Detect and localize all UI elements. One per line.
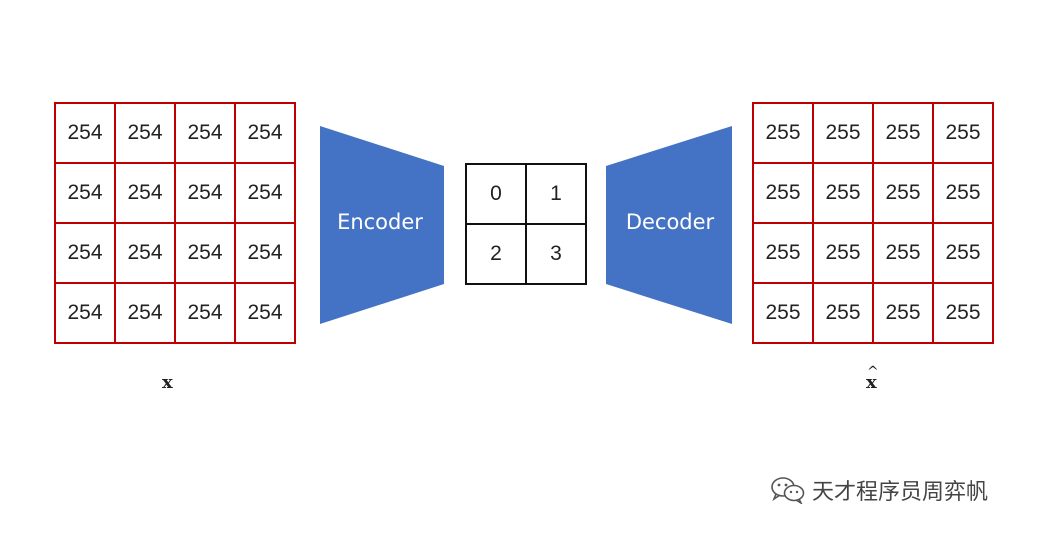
wechat-icon xyxy=(771,477,805,504)
grid-cell: 255 xyxy=(814,224,874,284)
watermark: 天才程序员周弈帆 xyxy=(770,474,988,506)
grid-cell: 255 xyxy=(934,164,994,224)
grid-cell: 254 xyxy=(176,104,236,164)
grid-cell: 3 xyxy=(527,225,587,285)
grid-cell: 254 xyxy=(116,224,176,284)
grid-cell: 1 xyxy=(527,165,587,225)
grid-cell: 254 xyxy=(116,104,176,164)
grid-cell: 254 xyxy=(176,164,236,224)
encoder-label: Encoder xyxy=(337,210,423,234)
grid-cell: 255 xyxy=(874,164,934,224)
grid-cell: 254 xyxy=(176,284,236,344)
watermark-text: 天才程序员周弈帆 xyxy=(812,480,989,505)
output-variable-label: ^ x xyxy=(866,364,879,393)
grid-cell: 0 xyxy=(467,165,527,225)
grid-cell: 254 xyxy=(56,164,116,224)
grid-cell: 254 xyxy=(56,224,116,284)
grid-cell: 255 xyxy=(754,164,814,224)
grid-cell: 254 xyxy=(236,164,296,224)
grid-cell: 255 xyxy=(814,104,874,164)
grid-cell: 254 xyxy=(236,104,296,164)
grid-cell: 254 xyxy=(56,104,116,164)
grid-cell: 254 xyxy=(236,284,296,344)
grid-cell: 254 xyxy=(56,284,116,344)
output-variable-text: x xyxy=(866,372,877,393)
grid-cell: 255 xyxy=(754,224,814,284)
grid-cell: 255 xyxy=(874,224,934,284)
grid-cell: 255 xyxy=(754,104,814,164)
hat-accent: ^ xyxy=(867,364,879,380)
encoder-block: Encoder xyxy=(320,126,444,324)
decoder-block: Decoder xyxy=(606,126,732,324)
grid-cell: 255 xyxy=(814,284,874,344)
grid-cell: 254 xyxy=(236,224,296,284)
grid-cell: 255 xyxy=(934,224,994,284)
input-variable-label: x xyxy=(162,372,173,393)
grid-cell: 254 xyxy=(116,164,176,224)
grid-cell: 255 xyxy=(814,164,874,224)
grid-cell: 255 xyxy=(754,284,814,344)
grid-cell: 254 xyxy=(116,284,176,344)
grid-cell: 255 xyxy=(874,104,934,164)
grid-cell: 255 xyxy=(934,104,994,164)
grid-cell: 2 xyxy=(467,225,527,285)
grid-cell: 255 xyxy=(934,284,994,344)
decoder-label: Decoder xyxy=(626,210,715,234)
grid-cell: 254 xyxy=(176,224,236,284)
grid-cell: 255 xyxy=(874,284,934,344)
